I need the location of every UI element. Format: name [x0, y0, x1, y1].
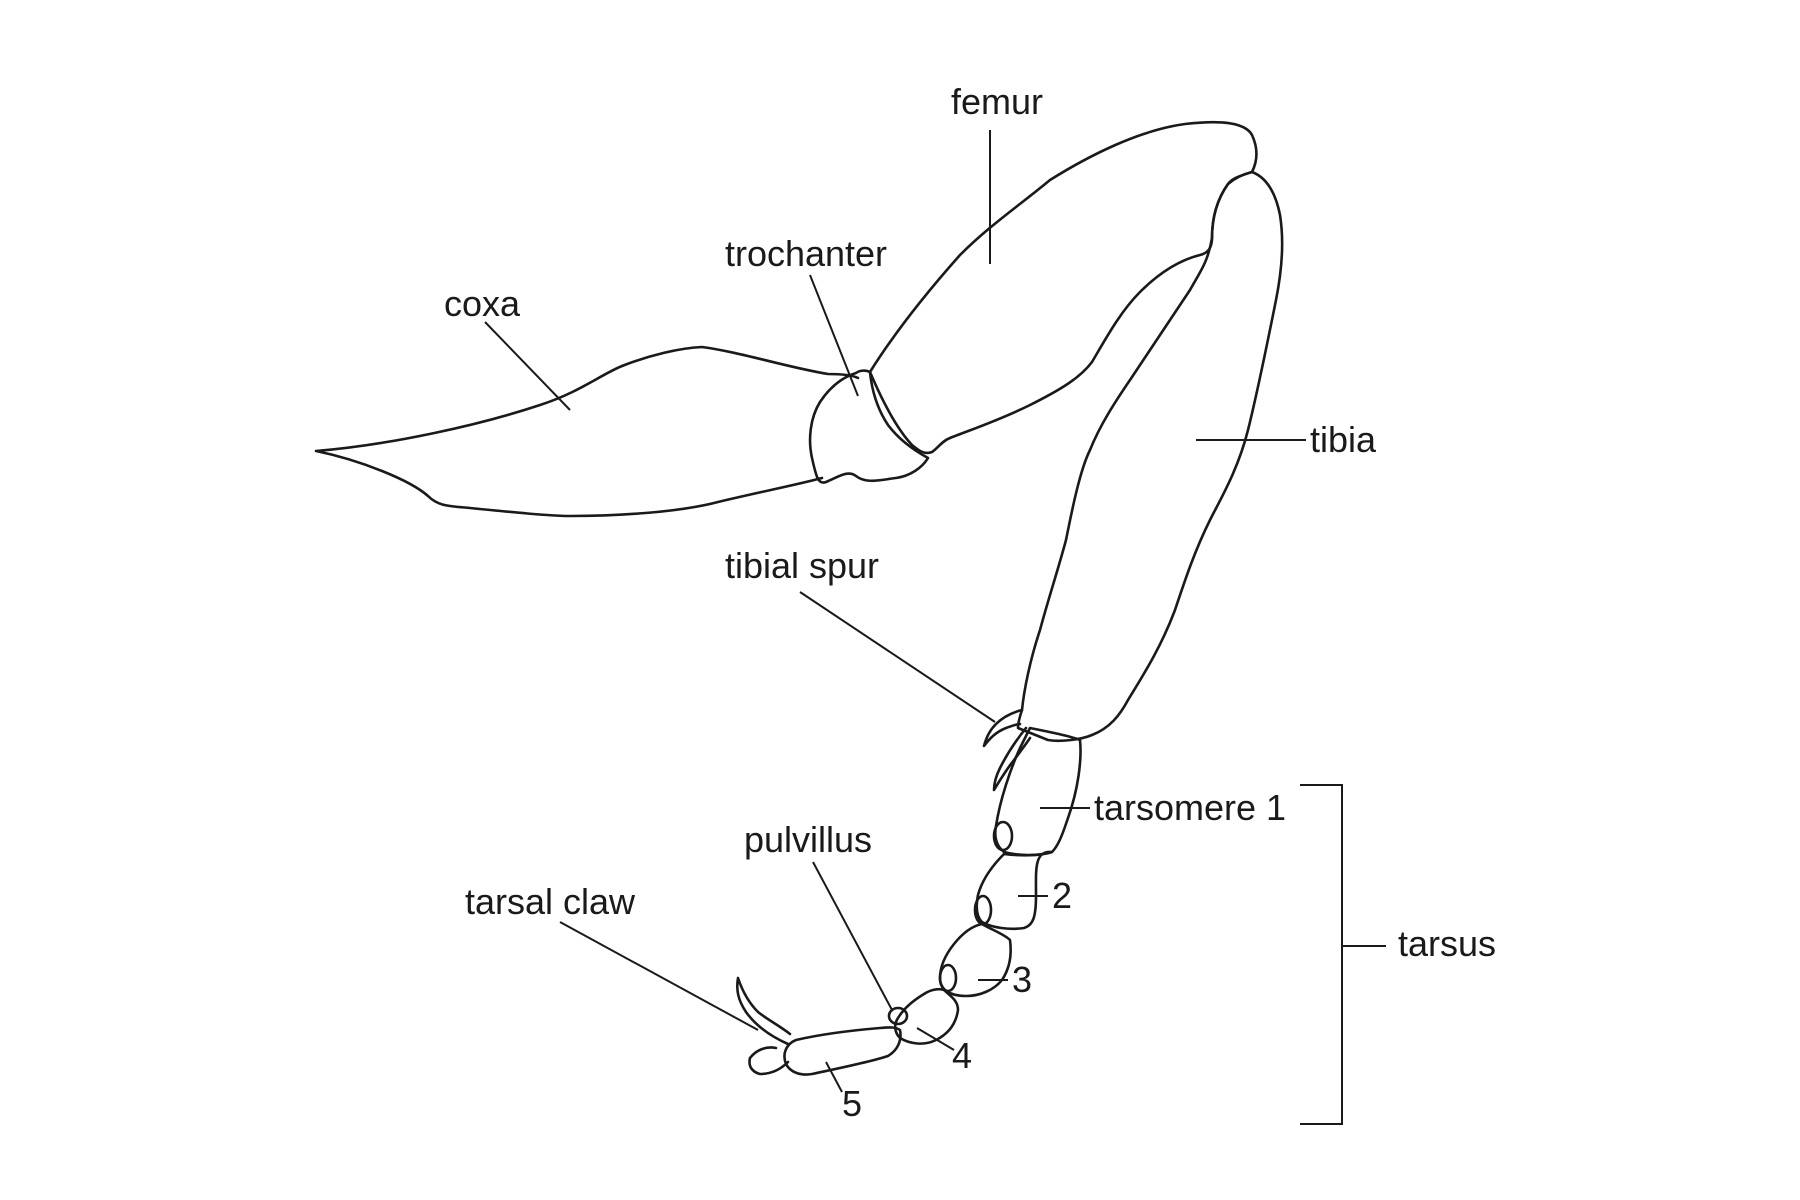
trochanter-shape	[808, 369, 930, 484]
label-tarsomere-1: tarsomere 1	[1094, 787, 1286, 828]
tibial-spur-leader	[799, 591, 996, 723]
label-tarsus: tarsus	[1398, 923, 1496, 964]
tarsomere-2-shape	[975, 850, 1054, 931]
tarsal-claw-lower	[748, 1046, 790, 1076]
coxa-leader	[484, 321, 571, 411]
label-coxa: coxa	[444, 283, 521, 324]
tarsus-bracket	[1300, 784, 1343, 1125]
trochanter-leader	[809, 274, 859, 397]
tarsomere-1-pad	[992, 820, 1014, 852]
label-tarsomere-2: 2	[1052, 875, 1072, 916]
tarsal-claw-upper	[735, 976, 792, 1046]
leader-lines	[484, 130, 1386, 1125]
labels: femur trochanter coxa tibia tibial spur …	[444, 81, 1496, 1124]
tibial-spur-upper	[982, 708, 1024, 748]
label-pulvillus: pulvillus	[744, 819, 872, 860]
pulvillus-shape	[887, 1006, 909, 1026]
label-tibial-spur: tibial spur	[725, 545, 879, 586]
tarsomere-4-shape	[893, 987, 960, 1045]
label-femur: femur	[951, 81, 1043, 122]
label-tarsomere-4: 4	[952, 1035, 972, 1076]
femur-shape	[868, 120, 1258, 455]
label-tarsomere-5: 5	[842, 1083, 862, 1124]
tarsomere-3-shape	[938, 922, 1013, 998]
label-trochanter: trochanter	[725, 233, 887, 274]
leg-drawing	[314, 120, 1284, 1076]
label-tarsal-claw: tarsal claw	[465, 881, 636, 922]
tibia-shape	[1016, 170, 1284, 743]
tibial-spur-lower	[992, 726, 1032, 792]
label-tibia: tibia	[1310, 419, 1377, 460]
tarsomere-4-leader	[916, 1027, 955, 1051]
tarsomere-1-shape	[993, 726, 1082, 857]
tarsal-claw-leader	[559, 921, 759, 1031]
tarsomere-5-leader	[825, 1061, 843, 1093]
pulvillus-leader	[812, 861, 893, 1011]
tarsomere-5-shape	[783, 1026, 902, 1076]
coxa-shape	[314, 345, 860, 518]
label-tarsomere-3: 3	[1012, 959, 1032, 1000]
tarsomere-3-pad	[938, 963, 958, 993]
